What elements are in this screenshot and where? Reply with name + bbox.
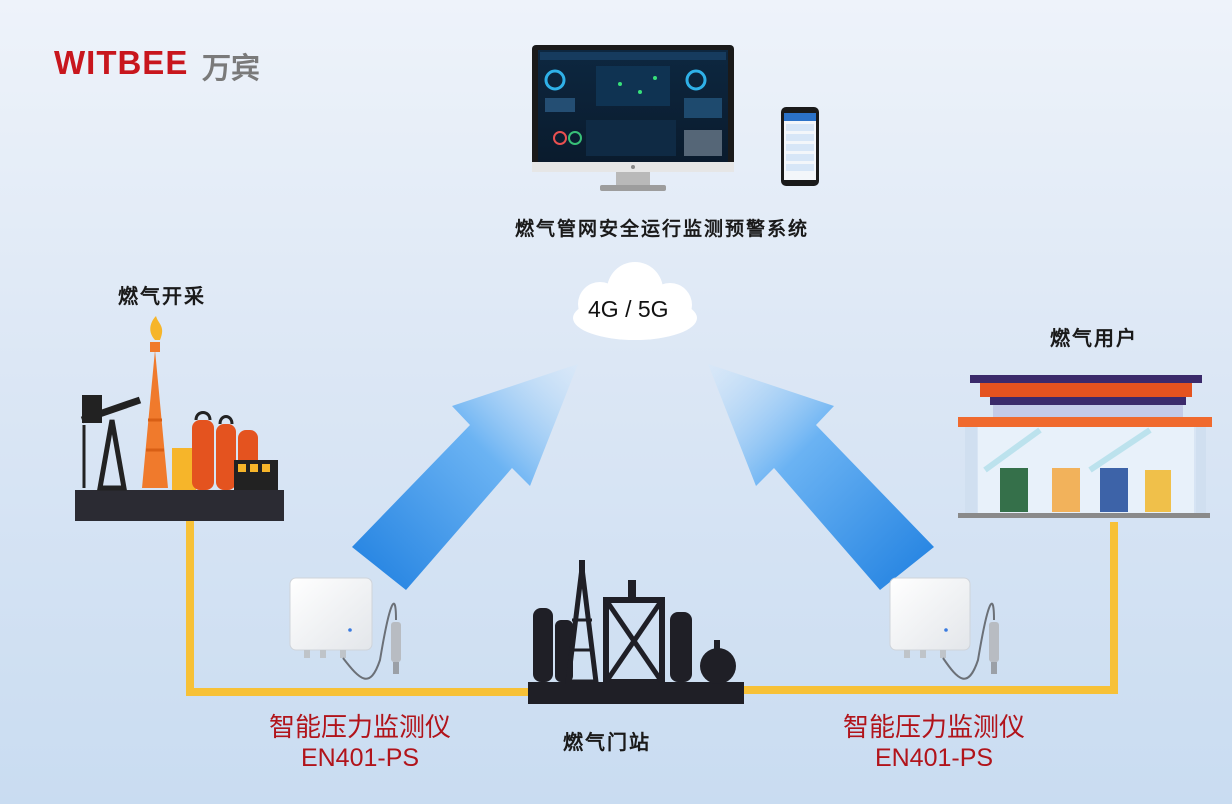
system-title: 燃气管网安全运行监测预警系统 (514, 218, 809, 240)
device-label-right: 智能压力监测仪 EN401-PS (804, 707, 1064, 773)
pressure-monitor-right-icon (889, 577, 999, 680)
node-label-user: 燃气用户 (1050, 326, 1138, 350)
uplink-arrow-right (708, 364, 934, 590)
gas-station-illustration (958, 375, 1212, 518)
gas-gate-station-illustration (528, 560, 744, 704)
cloud-icon (573, 262, 697, 340)
monitor-icon (532, 45, 734, 191)
gas-extraction-illustration (75, 316, 284, 521)
device-model: EN401-PS (300, 744, 420, 772)
brand-logo-cn: 万宾 (202, 51, 261, 85)
device-model: EN401-PS (874, 744, 994, 772)
pipeline (186, 520, 1118, 696)
pressure-monitor-left-icon (289, 577, 401, 680)
uplink-arrow-left (352, 364, 578, 590)
device-name: 智能压力监测仪 (842, 713, 1025, 743)
device-label-left: 智能压力监测仪 EN401-PS (230, 707, 490, 773)
node-label-source: 燃气开采 (118, 284, 206, 308)
node-label-gate-station: 燃气门站 (563, 730, 651, 754)
brand-logo: WITBEE (54, 44, 189, 81)
phone-icon (781, 107, 819, 186)
device-name: 智能压力监测仪 (268, 713, 451, 743)
network-label: 4G / 5G (588, 296, 669, 322)
